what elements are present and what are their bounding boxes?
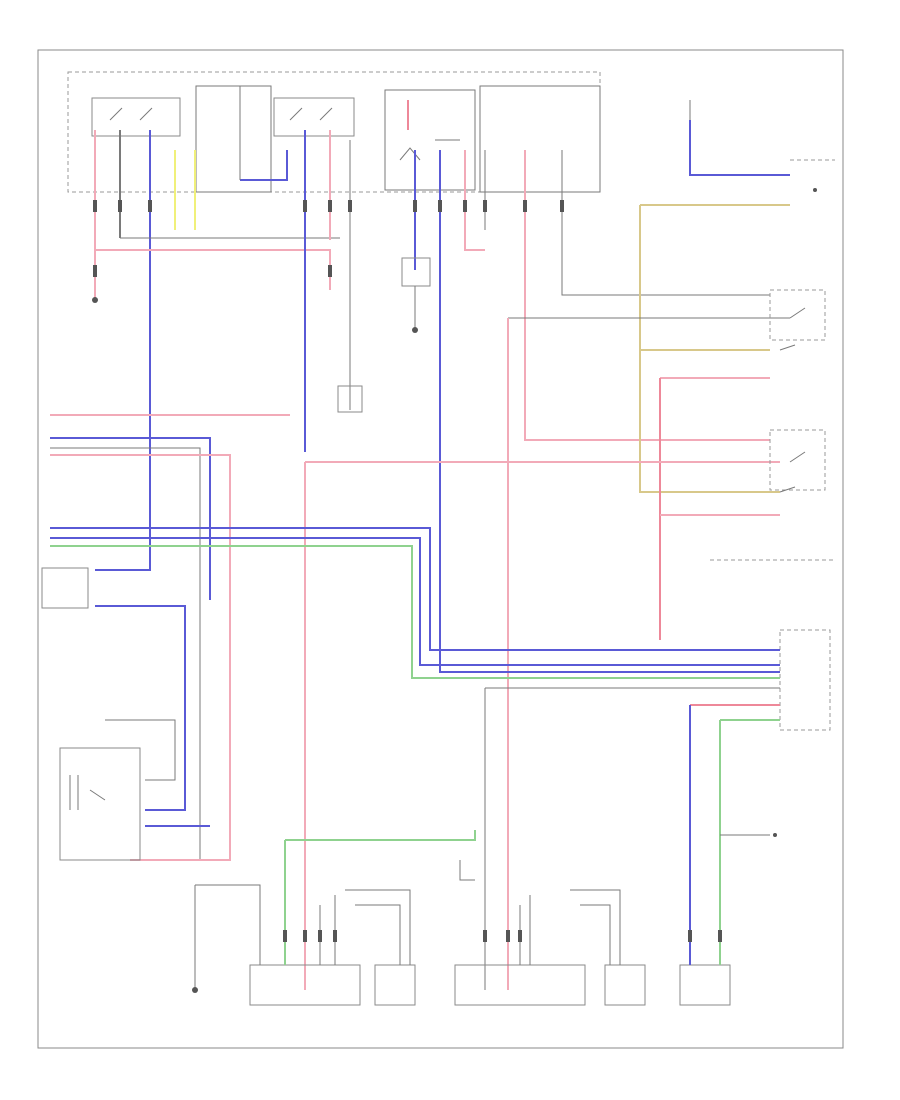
connector-ticks <box>93 200 722 942</box>
connector-block-right <box>779 629 831 731</box>
sensor-right <box>679 964 731 1006</box>
relay-left <box>91 97 181 137</box>
ground-point-block <box>337 385 363 413</box>
module-left-lower <box>59 747 141 861</box>
relay-center <box>273 97 355 137</box>
switch-block <box>384 89 476 191</box>
ecu-left <box>249 964 361 1006</box>
wire-blue-1 <box>95 130 151 571</box>
switch-left-mid <box>41 567 89 609</box>
sensor-unit <box>401 257 431 287</box>
fuse-box-region <box>67 71 601 193</box>
fuse-block-right <box>479 85 601 193</box>
ecu-center <box>454 964 586 1006</box>
fuse-block <box>195 85 272 193</box>
diagram-frame <box>37 49 844 1049</box>
